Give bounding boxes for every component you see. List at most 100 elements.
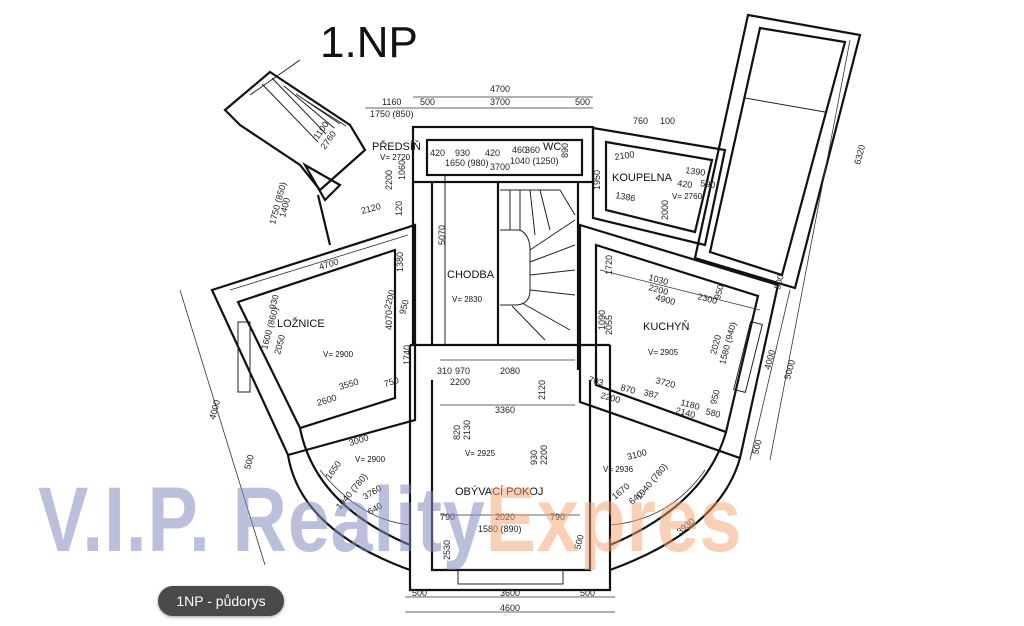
dimension-label: 5000 — [782, 359, 797, 381]
dimension-label: 1580 (890) — [478, 524, 522, 534]
dimension-label: 3700 — [490, 97, 510, 107]
dimension-label: 2130 — [462, 420, 472, 440]
dimension-label: 760 — [633, 116, 648, 126]
dimension-label: 2055 — [604, 315, 614, 335]
dimension-label: 1380 — [395, 252, 405, 272]
dimension-label: 2100 — [614, 149, 635, 162]
room-volume-obyvaci-pokoj: V= 2925 — [465, 449, 496, 458]
dimension-label: 387 — [642, 387, 659, 401]
room-label-wc: WC — [543, 141, 561, 153]
dimension-label: 1386 — [615, 190, 636, 203]
dimension-label: 3700 — [490, 162, 510, 172]
room-volume-bay-left: V= 2900 — [355, 455, 386, 464]
room-volume-predsin: V= 2720 — [380, 153, 411, 162]
dimension-lines — [179, 39, 851, 613]
dimension-label: 3600 — [500, 588, 520, 598]
dimension-label: 120 — [394, 201, 404, 216]
dimension-label: 750 — [383, 375, 400, 389]
dimension-label: 2200 — [384, 170, 394, 190]
dimension-label: 420 — [677, 178, 693, 190]
room-volume-bay-right: V= 2936 — [603, 465, 634, 474]
dimension-label: 4000 — [762, 349, 777, 371]
dimension-label: 2080 — [500, 366, 520, 376]
room-volume-loznice: V= 2900 — [323, 350, 354, 359]
dimension-label: 310 — [437, 366, 452, 376]
dimension-label: 500 — [575, 97, 590, 107]
dimension-label: 3550 — [338, 376, 360, 391]
dimension-label: 360 — [525, 145, 540, 155]
dimension-label: 460 — [512, 145, 527, 155]
caption-badge[interactable]: 1NP - půdorys — [158, 586, 284, 616]
dimension-label: 500 — [420, 97, 435, 107]
dimension-label: 1390 — [685, 165, 706, 178]
dimension-label: 1950 — [592, 170, 602, 190]
dimension-label: 500 — [772, 273, 786, 290]
dimension-label: 2120 — [360, 201, 382, 216]
walls-loznice — [210, 223, 417, 457]
dimension-label: 2600 — [316, 392, 338, 407]
dimension-label: 950 — [708, 388, 722, 405]
dimension-label: 2050 — [272, 334, 287, 356]
dimension-label: 3100 — [626, 447, 648, 462]
dimension-label: 1650 (980) — [445, 158, 489, 168]
dimension-label: 4600 — [500, 603, 520, 613]
dimension-label: 4900 — [654, 292, 676, 307]
dimension-label: 1160 — [382, 97, 401, 107]
room-volume-kuchyn: V= 2905 — [648, 348, 679, 357]
dimension-label: 1060 — [397, 160, 407, 180]
walls-bays — [286, 427, 742, 572]
dimension-label: 2530 — [442, 540, 452, 560]
room-label-koupelna: KOUPELNA — [612, 172, 673, 184]
watermark: V.I.P. RealityExpres — [38, 468, 742, 573]
room-label-kuchyn: KUCHYŇ — [643, 320, 690, 333]
dimension-label: 950 — [397, 298, 411, 315]
dimension-label: 500 — [580, 588, 595, 598]
dimension-label: 2120 — [537, 380, 547, 400]
dimension-label: 820 — [452, 425, 462, 440]
room-volume-chodba: V= 2830 — [452, 295, 483, 304]
dimension-label: 870 — [619, 382, 636, 396]
dimension-label: 2000 — [660, 200, 670, 220]
dimension-label: 930 — [267, 293, 281, 310]
dimension-label: 6320 — [852, 144, 867, 166]
dimension-label: 970 — [455, 366, 470, 376]
dimension-label: 1750 (850) — [370, 109, 414, 119]
dimension-label: 4700 — [490, 84, 510, 94]
dimension-label: 4000 — [207, 399, 222, 421]
dimension-label: 790 — [550, 512, 565, 522]
dimension-label: 950 — [712, 283, 726, 300]
dimension-label: 1090 — [597, 310, 607, 330]
room-label-chodba: CHODBA — [447, 269, 495, 281]
dimension-label: 3720 — [654, 375, 676, 390]
dimension-label: 420 — [485, 148, 500, 158]
dimension-label: 890 — [560, 143, 570, 158]
dimension-label: 2200 — [450, 377, 470, 387]
dimension-label: 3360 — [495, 405, 515, 415]
dimension-label: 4070 — [384, 310, 394, 330]
dimension-label: 930 — [455, 148, 470, 158]
dimension-label: 1040 (1250) — [510, 156, 559, 166]
dimension-label: 1180 — [679, 397, 700, 412]
dimension-label: 500 — [750, 438, 764, 455]
walls-obyvaci — [408, 343, 612, 592]
dimension-label: 790 — [440, 512, 455, 522]
dimension-label: 703 — [587, 374, 604, 388]
dimension-label: 1720 — [604, 255, 614, 275]
walls-annex — [693, 13, 862, 290]
room-label-predsin: PŘEDSÍŇ — [372, 140, 421, 153]
watermark-part2: Expres — [485, 469, 743, 571]
dimension-label: 5070 — [437, 225, 447, 245]
dimension-label: 1740 — [402, 345, 412, 365]
room-volume-koupelna: V= 2760 — [672, 192, 703, 201]
dimension-label: 100 — [660, 116, 675, 126]
dimension-label: 500 — [572, 533, 586, 550]
watermark-part1: V.I.P. Reality — [38, 469, 486, 571]
dimension-label: 500 — [412, 588, 427, 598]
dimension-label: 2020 — [495, 512, 515, 522]
room-label-obyvaci-pokoj: OBÝVACÍ POKOJ — [455, 485, 543, 498]
dimension-label: 500 — [242, 453, 256, 470]
dimension-label: 930 — [529, 450, 539, 465]
dimension-label: 420 — [430, 148, 445, 158]
dimension-label: 590 — [700, 178, 716, 190]
